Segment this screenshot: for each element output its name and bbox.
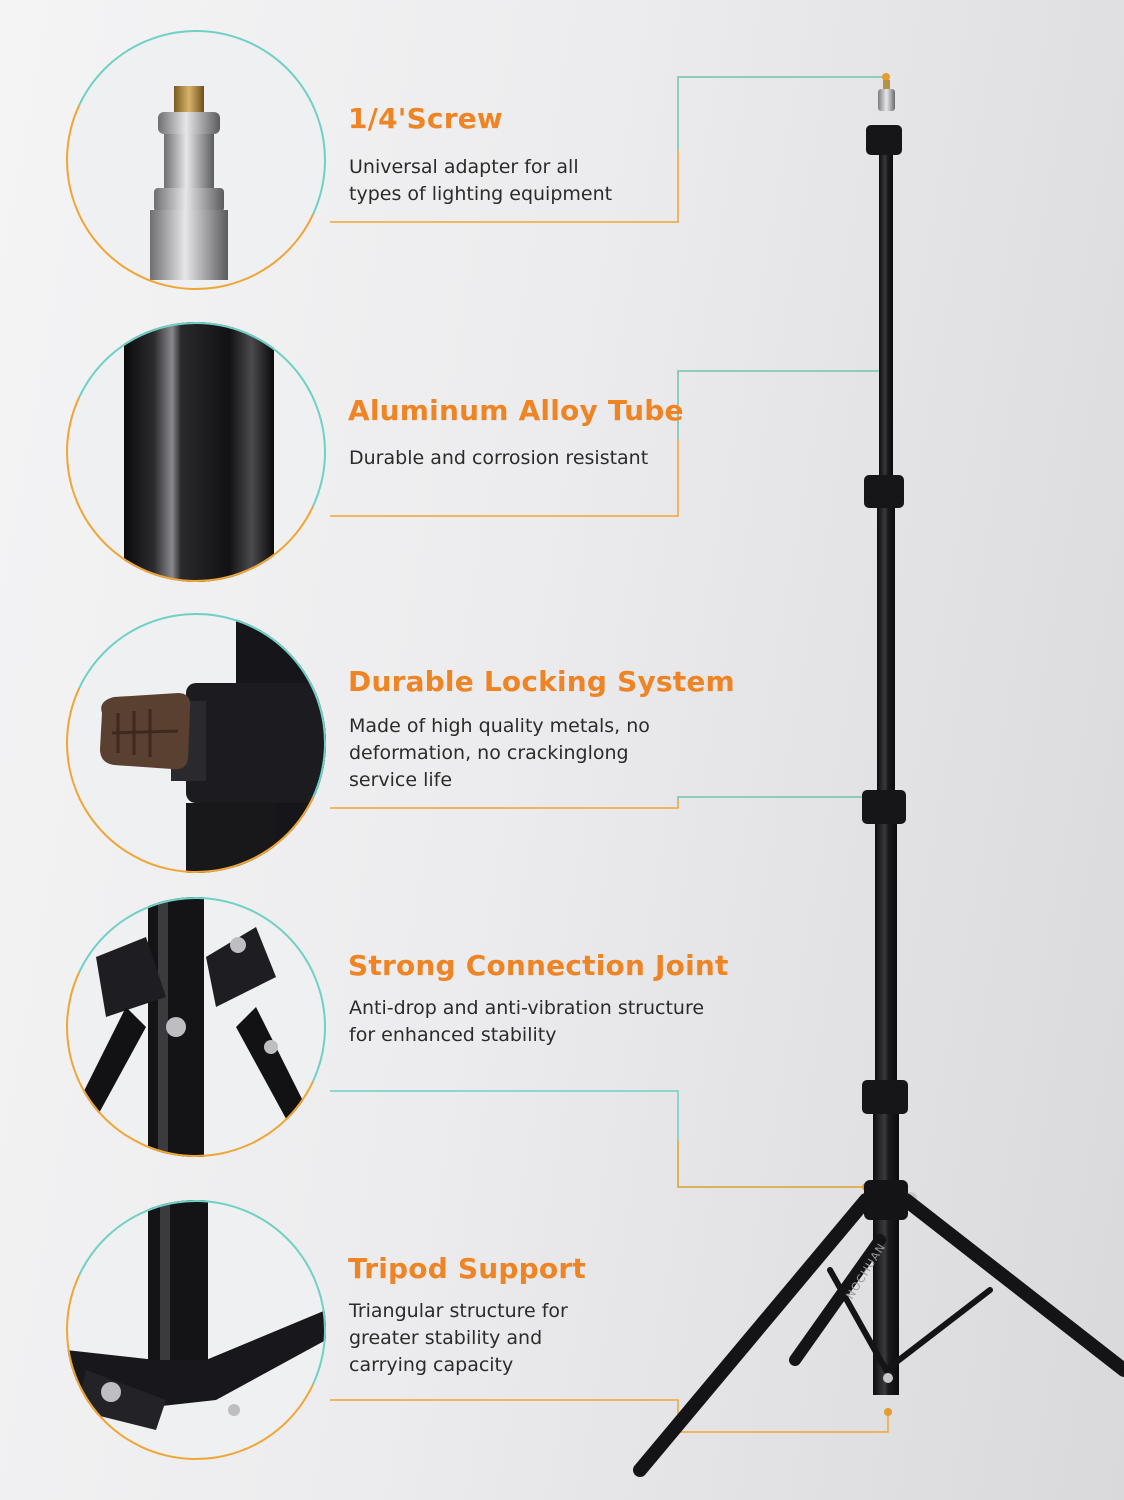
feature-title: Aluminum Alloy Tube — [348, 394, 684, 427]
feature-screw: 1/4'Screw Universal adapter for all type… — [0, 0, 720, 327]
tube-icon — [124, 322, 274, 582]
thumbnail-ring — [29, 1163, 363, 1497]
lock-clamp-1 — [866, 125, 902, 155]
lock-clamp-3 — [862, 790, 906, 824]
desc-line: Anti-drop and anti-vibration structure — [349, 997, 705, 1019]
desc-line: carrying capacity — [349, 1354, 514, 1376]
desc-line: types of lighting equipment — [349, 183, 613, 205]
stand-spigot — [878, 89, 895, 111]
desc-line: service life — [349, 769, 453, 791]
feature-joint: Strong Connection Joint Anti-drop and an… — [0, 860, 728, 1194]
feature-description: Triangular structure for greater stabili… — [349, 1298, 719, 1379]
tube-section-lower — [875, 795, 897, 1085]
thumbnail-ring — [29, 0, 363, 327]
desc-line: deformation, no crackinglong — [349, 742, 629, 764]
feature-description: Universal adapter for all types of light… — [349, 154, 719, 208]
desc-line: for enhanced stability — [349, 1024, 557, 1046]
feature-tube: Aluminum Alloy Tube Durable and corrosio… — [0, 285, 720, 619]
feature-title: 1/4'Screw — [348, 102, 503, 135]
feature-description: Made of high quality metals, no deformat… — [349, 713, 719, 794]
tripod-leg-right — [899, 1193, 1124, 1377]
desc-line: greater stability and — [349, 1327, 543, 1349]
screw-icon — [150, 86, 228, 280]
feature-tripod: Tripod Support Triangular structure for … — [0, 1163, 720, 1497]
desc-line: Durable and corrosion resistant — [349, 447, 649, 469]
desc-line: Universal adapter for all — [349, 156, 579, 178]
feature-locking: Durable Locking System Made of high qual… — [0, 576, 735, 910]
tripod-icon — [66, 1200, 326, 1430]
tube-section-upper — [877, 480, 895, 795]
screw-thumbnail — [66, 30, 326, 290]
desc-line: Made of high quality metals, no — [349, 715, 650, 737]
feature-description: Durable and corrosion resistant — [349, 445, 719, 472]
thumbnail-ring — [29, 860, 363, 1194]
stand-screw — [883, 80, 890, 90]
tripod-leg-back — [789, 1234, 886, 1366]
lock-clamp-2 — [864, 475, 904, 508]
feature-description: Anti-drop and anti-vibration structure f… — [349, 995, 719, 1049]
lock-clamp-4 — [862, 1080, 908, 1114]
thumbnail-ring — [29, 285, 363, 619]
feature-title: Durable Locking System — [348, 665, 735, 698]
desc-line: Triangular structure for — [349, 1300, 568, 1322]
tripod-leg-left — [633, 1193, 873, 1477]
connection-joint — [864, 1180, 908, 1220]
tube-section-top — [879, 125, 893, 480]
thumbnail-ring — [29, 576, 363, 910]
tube-thumbnail — [66, 322, 326, 582]
feature-title: Strong Connection Joint — [348, 949, 729, 982]
feature-title: Tripod Support — [348, 1252, 586, 1285]
tripod-thumbnail — [66, 1200, 326, 1460]
